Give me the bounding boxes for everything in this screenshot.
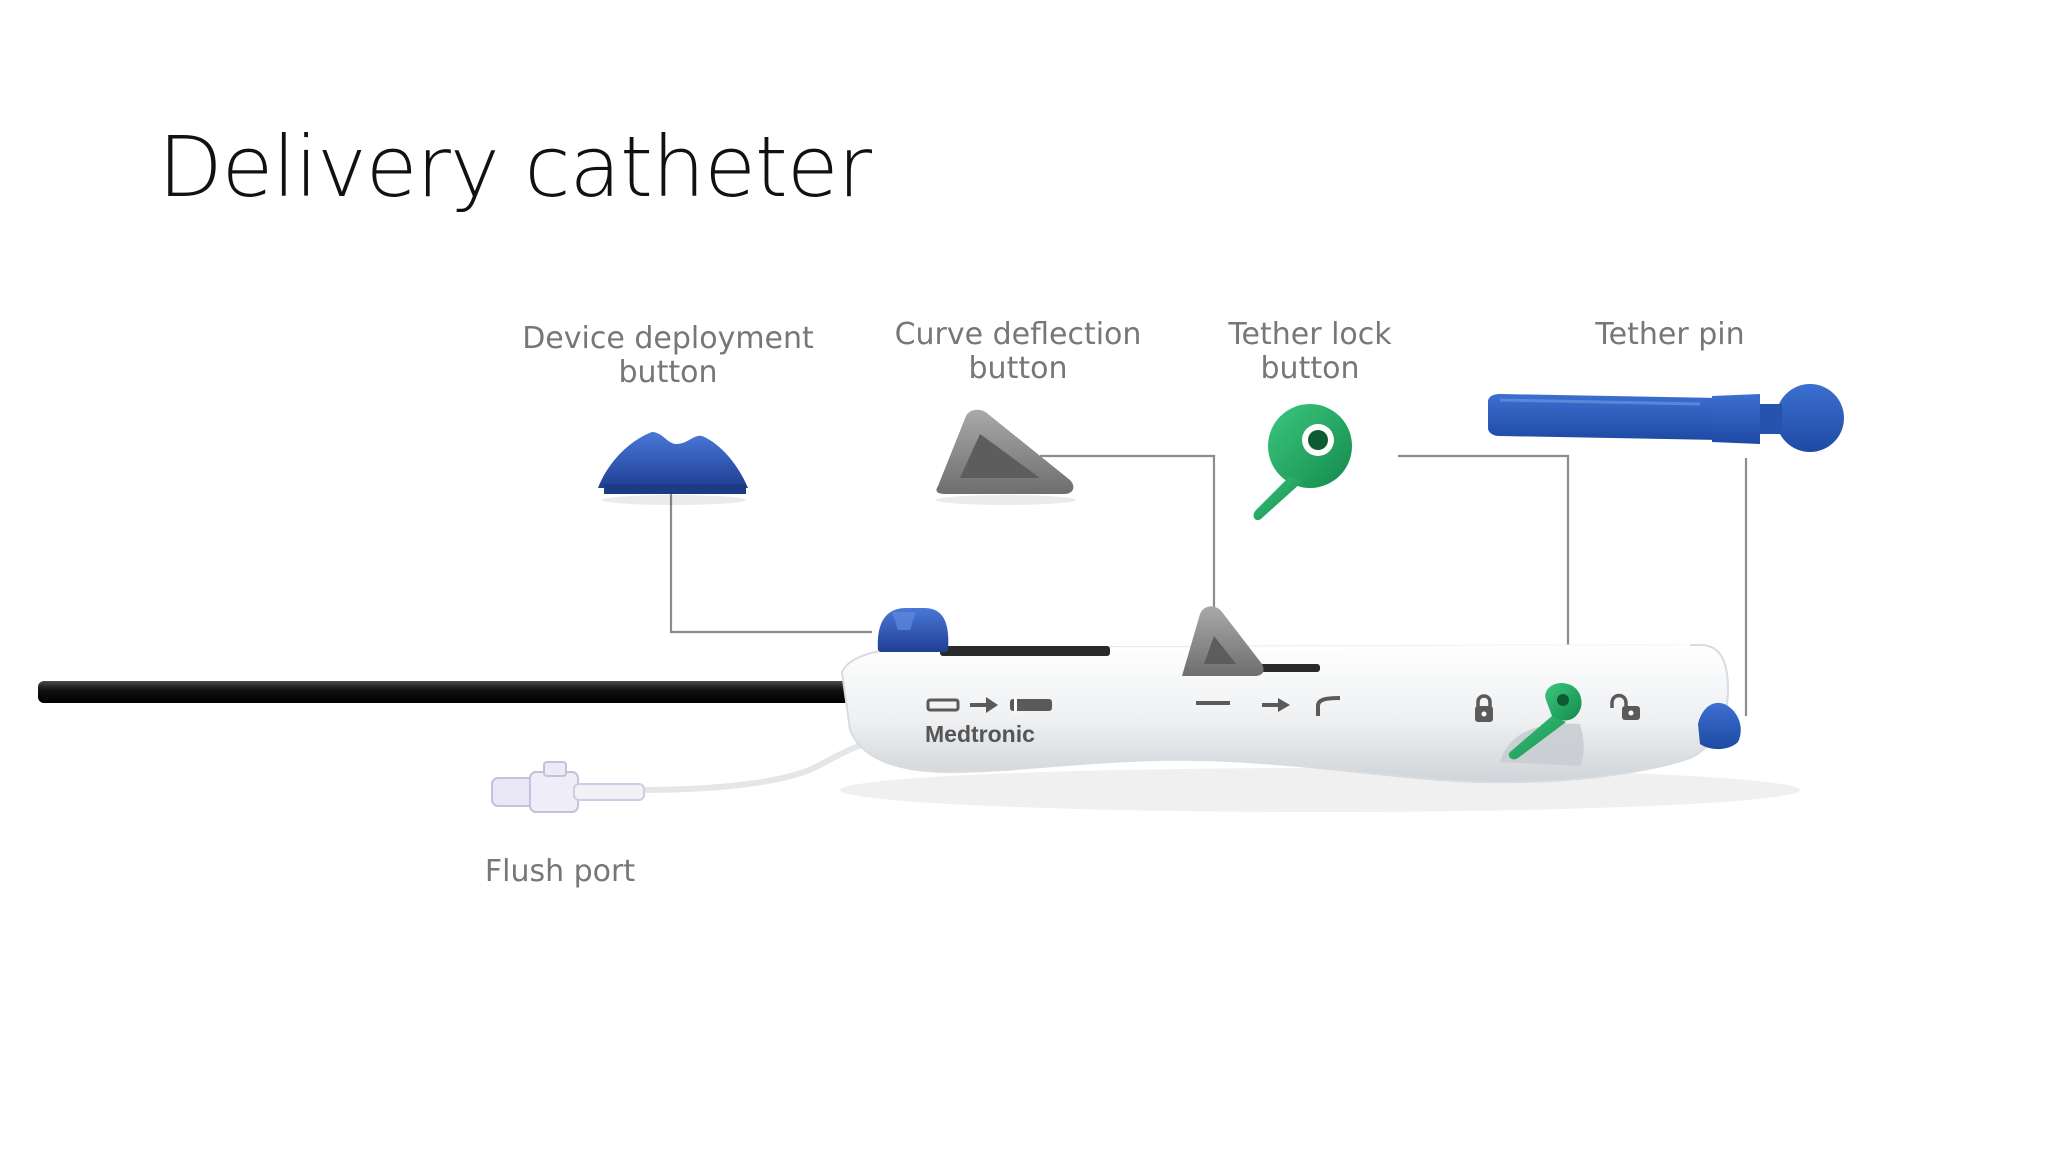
handle-body [840, 643, 1730, 784]
label-tether-lock-line2: button [1260, 351, 1360, 386]
label-flush-port-text: Flush port [484, 854, 636, 889]
label-tether-pin-text: Tether pin [1595, 317, 1745, 352]
label-curve-deflection: Curve deflection button [868, 318, 1168, 386]
leader-line-deployment [669, 488, 872, 634]
tether-pin-end-on-handle [1698, 702, 1741, 750]
label-tether-lock-line1: Tether lock [1228, 317, 1392, 352]
deploy-arrow-icon [926, 697, 1052, 713]
leader-line-deflection [1040, 454, 1216, 612]
label-curve-deflection-line1: Curve deflection [894, 317, 1142, 352]
label-curve-deflection-line2: button [968, 351, 1068, 386]
label-device-deployment-line2: button [618, 355, 718, 390]
label-flush-port: Flush port [460, 855, 660, 889]
label-tether-pin: Tether pin [1560, 318, 1780, 352]
label-tether-lock: Tether lock button [1190, 318, 1430, 386]
label-device-deployment: Device deployment button [518, 322, 818, 390]
leader-line-tether-lock [1398, 454, 1570, 700]
leader-lines [669, 454, 1748, 716]
deflection-button-on-handle[interactable] [1182, 606, 1264, 676]
curve-deflection-button-detail [936, 409, 1076, 505]
handle-brand: Medtronic [925, 721, 1035, 747]
tether-lock-on-handle[interactable] [1508, 682, 1582, 760]
curve-arrow-icon [1196, 696, 1341, 716]
label-device-deployment-line1: Device deployment [522, 321, 814, 356]
deployment-slider-track [940, 646, 1110, 656]
lock-open-icon [1610, 693, 1640, 720]
tether-lock-button-detail [1253, 404, 1352, 521]
deployment-button-on-handle[interactable] [877, 608, 949, 652]
lock-closed-icon [1475, 694, 1493, 722]
tether-pin-detail [1488, 384, 1844, 452]
slide-title: Delivery catheter [158, 118, 872, 216]
device-deployment-button-detail [598, 432, 748, 505]
handle-shadow [840, 768, 1800, 812]
catheter-shaft [38, 681, 868, 703]
flush-port-icon [491, 761, 645, 813]
